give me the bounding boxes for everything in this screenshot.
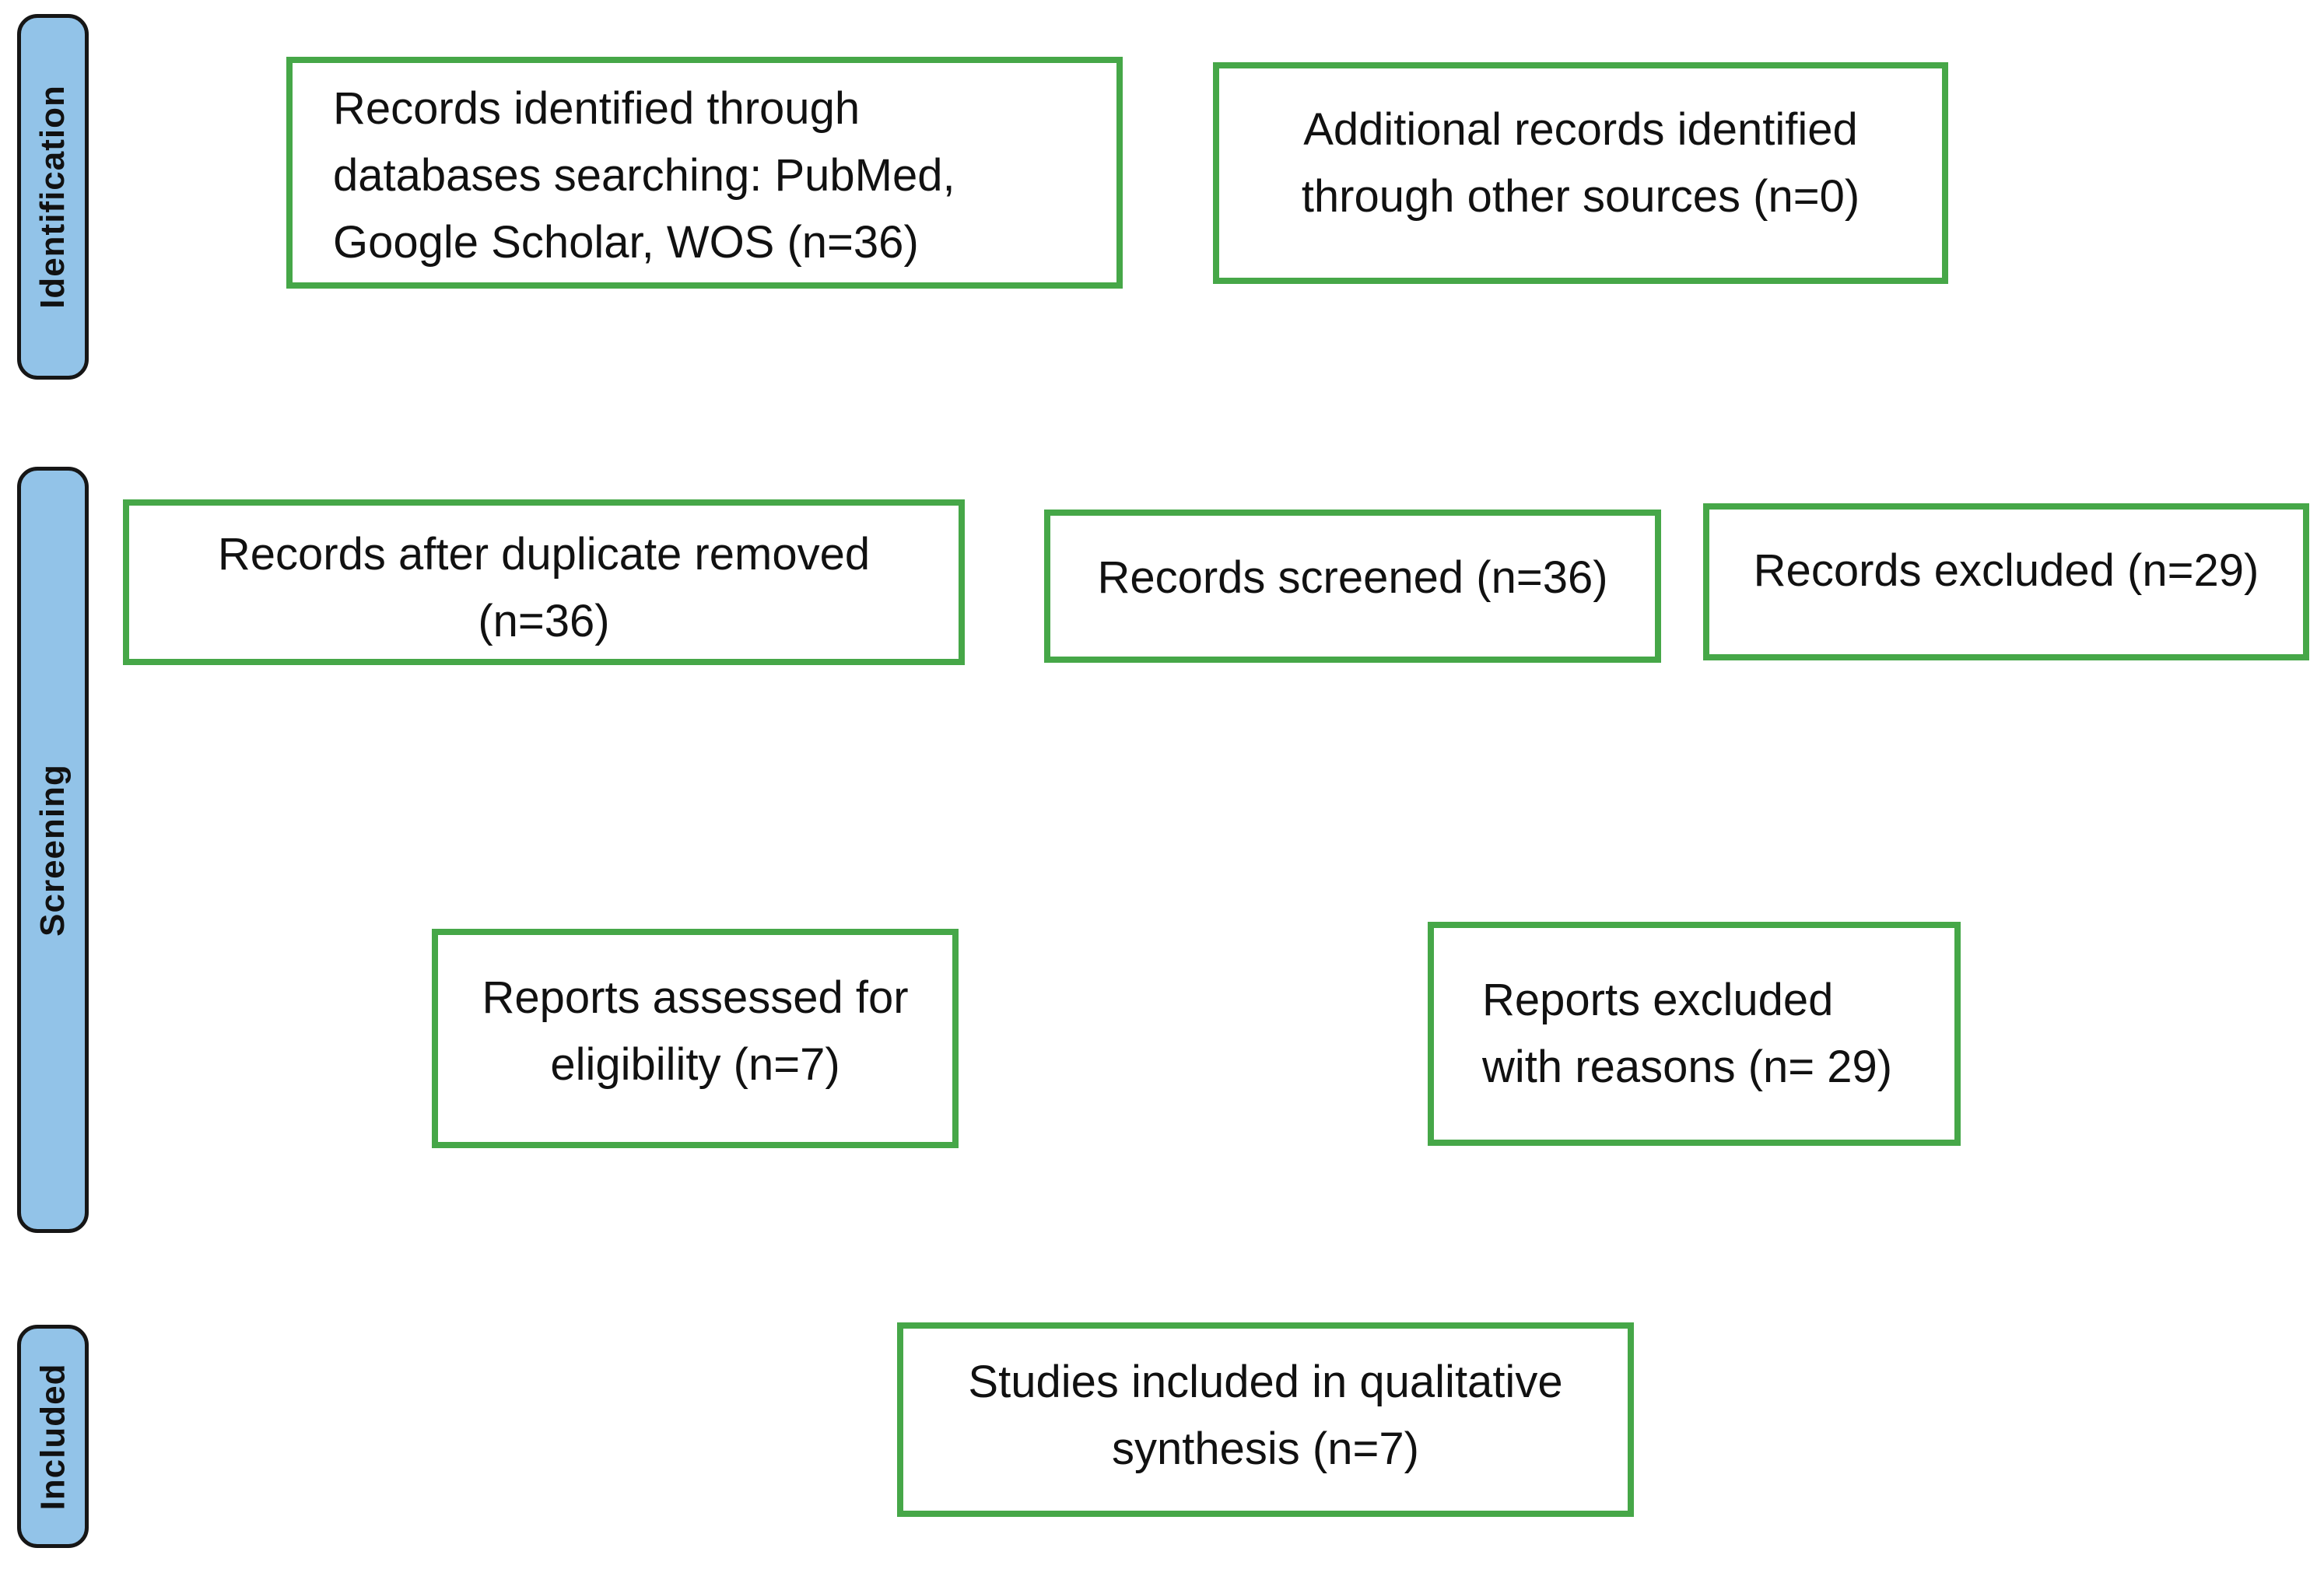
box-reports-excluded: Reports excluded with reasons (n= 29) (1428, 922, 1961, 1146)
box-records-identified: Records identified through databases sea… (286, 57, 1123, 289)
box-additional-records-line-2: through other sources (n=0) (1301, 171, 1860, 222)
box-records-identified-line-1: Records identified through (333, 83, 861, 134)
box-records-excluded-line-1: Records excluded (n=29) (1753, 545, 2259, 596)
stage-included-label: Included (33, 1363, 72, 1510)
box-additional-records: Additional records identified through ot… (1213, 62, 1948, 284)
stage-identification: Identification (17, 14, 89, 380)
box-records-screened: Records screened (n=36) (1044, 510, 1661, 663)
stage-screening-label: Screening (33, 763, 72, 937)
box-studies-included-line-2: synthesis (n=7) (1112, 1424, 1419, 1474)
stage-included: Included (17, 1325, 89, 1548)
box-records-after-duplicates: Records after duplicate removed (n=36) (123, 499, 965, 665)
box-records-after-duplicates-line-1: Records after duplicate removed (217, 528, 871, 580)
box-records-after-duplicates-line-2: (n=36) (478, 595, 610, 646)
stage-identification-label: Identification (33, 85, 72, 309)
box-reports-assessed-line-2: eligibility (n=7) (550, 1039, 840, 1090)
box-reports-assessed: Reports assessed for eligibility (n=7) (432, 929, 959, 1148)
box-records-screened-line-1: Records screened (n=36) (1097, 552, 1608, 603)
box-reports-assessed-line-1: Reports assessed for (482, 972, 909, 1023)
box-records-identified-line-2: databases searching: PubMed, (333, 150, 955, 201)
box-records-excluded: Records excluded (n=29) (1703, 503, 2309, 660)
box-additional-records-line-1: Additional records identified (1303, 104, 1858, 155)
box-reports-excluded-line-2: with reasons (n= 29) (1482, 1042, 1893, 1092)
stage-screening: Screening (17, 467, 89, 1233)
box-studies-included: Studies included in qualitative synthesi… (897, 1322, 1634, 1517)
box-reports-excluded-line-1: Reports excluded (1482, 975, 1834, 1025)
box-records-identified-line-3: Google Scholar, WOS (n=36) (333, 217, 919, 268)
box-studies-included-line-1: Studies included in qualitative (968, 1357, 1563, 1407)
